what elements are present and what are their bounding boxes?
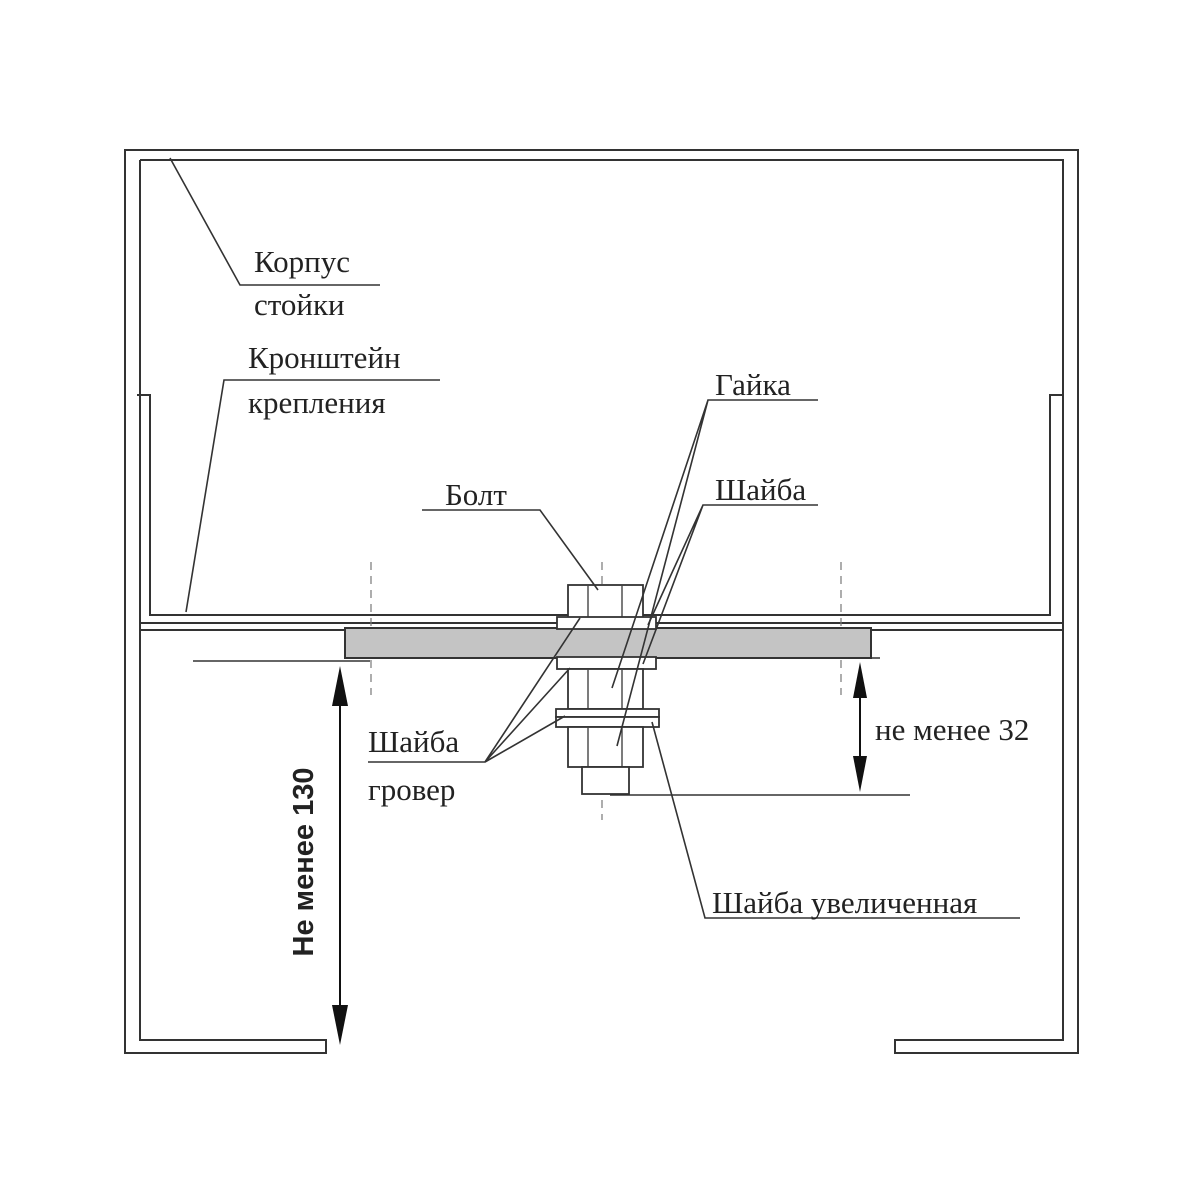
label-spring-washer-1: Шайба [368,724,459,759]
label-bolt: Болт [445,477,507,512]
label-spring-washer-2: гровер [368,772,455,807]
label-rack-body-2: стойки [254,287,345,322]
bracket-channel [137,394,1062,616]
base-plate [344,627,872,659]
upper-nut [567,668,644,710]
label-bracket-1: Кронштейн [248,340,401,375]
rack-body-inner-top [140,159,1064,630]
label-large-washer: Шайба увеличенная [712,885,977,920]
leader-nut [611,399,818,747]
large-washer-part [555,716,660,728]
leader-washer [642,504,818,665]
leader-bolt [422,509,599,591]
spring-washer [555,708,660,718]
leader-rack-body [169,157,380,286]
lower-nut [567,726,644,768]
bolt-head [567,584,644,619]
bolt-assembly [555,584,660,795]
dimension-32 [610,657,910,796]
bolt-shank-end [581,766,630,795]
upper-washer [556,616,657,630]
label-bracket-2: крепления [248,385,386,420]
label-washer: Шайба [715,472,806,507]
dimension-130 [193,660,370,1045]
leader-spring-washer [368,617,581,763]
dimension-130-text: Не менее 130 [288,768,320,957]
lower-washer [556,656,657,670]
leader-lines [169,157,1020,919]
label-rack-body-1: Корпус [254,244,350,279]
leader-large-washer [651,721,1020,919]
label-nut: Гайка [715,367,791,402]
dimension-32-text: не менее 32 [875,712,1029,747]
leader-bracket [185,379,440,613]
